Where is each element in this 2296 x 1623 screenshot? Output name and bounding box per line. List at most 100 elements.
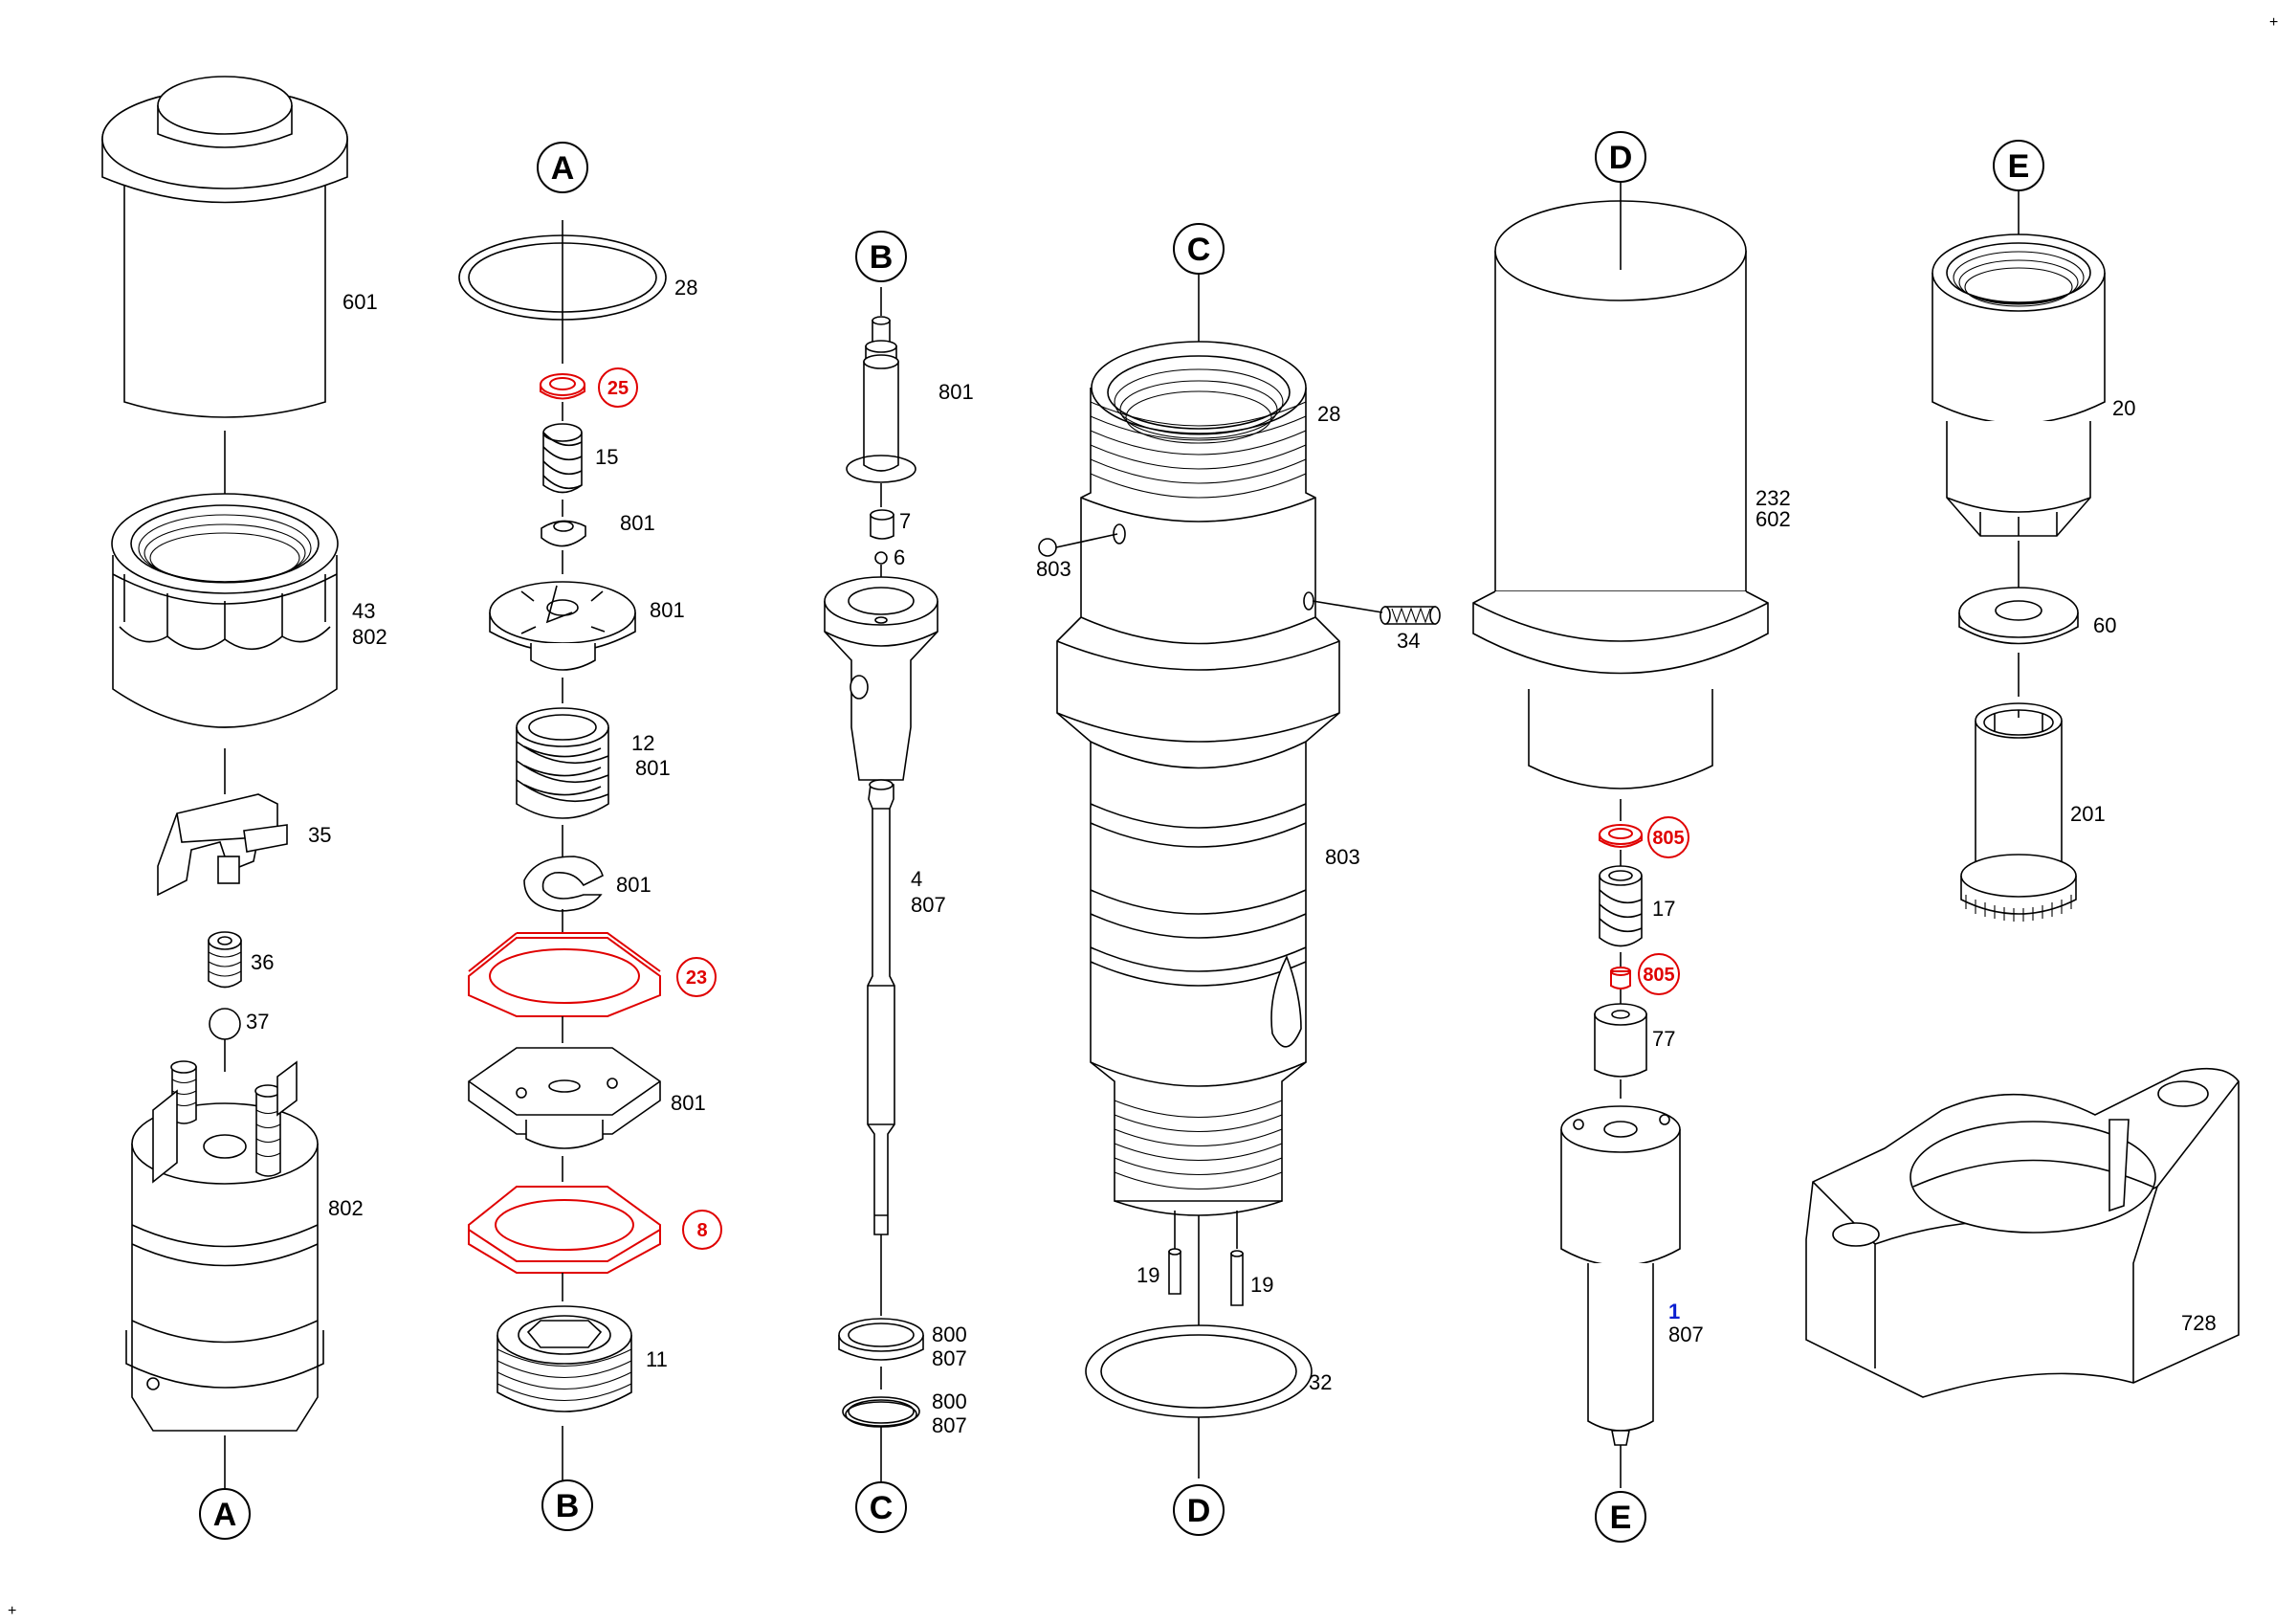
label-803: 803	[1325, 845, 1360, 869]
badge-label: 805	[1652, 828, 1684, 849]
badge-805-lower[interactable]: 805	[1638, 953, 1680, 995]
part-nozzle[interactable]	[1560, 1105, 1681, 1446]
connector-e-bottom: E	[1595, 1491, 1646, 1543]
part-7-sleeve[interactable]	[870, 509, 894, 540]
badge-label: 25	[607, 378, 629, 399]
connector-label: D	[1187, 1493, 1211, 1529]
connector-label: A	[551, 150, 575, 187]
part-803-ball[interactable]	[1038, 538, 1057, 557]
label-807: 807	[932, 1413, 967, 1437]
connector-label: E	[1610, 1500, 1632, 1536]
part-60-washer[interactable]	[1958, 587, 2079, 645]
connector-label: D	[1609, 140, 1633, 176]
corner-mark: +	[2269, 14, 2278, 31]
part-19-pin-left[interactable]	[1168, 1248, 1181, 1295]
part-728-clamp[interactable]	[1805, 1067, 2240, 1398]
part-25-shim[interactable]	[540, 373, 585, 400]
label-28: 28	[1317, 402, 1340, 426]
part-801-valve-stem[interactable]	[846, 316, 916, 483]
label-602: 602	[1755, 507, 1791, 531]
label-807: 807	[932, 1346, 967, 1370]
label-6: 6	[894, 545, 905, 569]
badge-23[interactable]: 23	[676, 957, 717, 997]
part-17-spring[interactable]	[1599, 865, 1643, 947]
label-28: 28	[674, 276, 697, 300]
label-60: 60	[2093, 613, 2116, 637]
part-201-filter[interactable]	[1960, 702, 2077, 922]
label-4: 4	[911, 867, 922, 891]
part-20-fitting[interactable]	[1932, 233, 2106, 537]
badge-label: 23	[686, 967, 707, 989]
label-36: 36	[251, 950, 274, 974]
label-19: 19	[1137, 1263, 1159, 1287]
badge-805-upper[interactable]: 805	[1647, 816, 1689, 858]
label-801: 801	[938, 380, 974, 404]
part-77-spacer[interactable]	[1594, 1003, 1647, 1078]
label-801: 801	[620, 511, 655, 535]
part-801-plate[interactable]	[468, 1047, 661, 1149]
label-37: 37	[246, 1010, 269, 1034]
connector-label: B	[556, 1488, 580, 1524]
connector-b-bottom: B	[541, 1479, 593, 1531]
label-232: 232	[1755, 486, 1791, 510]
connector-c-bottom: C	[855, 1481, 907, 1533]
part-800-ring-lower[interactable]	[842, 1396, 920, 1428]
label-12: 12	[631, 731, 654, 755]
part-15-spring[interactable]	[542, 423, 583, 494]
part-37-ball[interactable]	[209, 1008, 241, 1040]
badge-8[interactable]: 8	[682, 1210, 722, 1250]
connector-c-top: C	[1173, 223, 1225, 275]
part-11-nut[interactable]	[497, 1305, 632, 1412]
part-23-shim[interactable]	[468, 932, 661, 1017]
part-801-clip-bottom[interactable]	[523, 856, 604, 912]
badge-label: 805	[1643, 965, 1674, 986]
label-800: 800	[932, 1390, 967, 1413]
label-802: 802	[328, 1196, 364, 1220]
connector-e-top: E	[1993, 140, 2044, 191]
label-43: 43	[352, 599, 375, 623]
label-801: 801	[635, 756, 671, 780]
label-201: 201	[2070, 802, 2106, 826]
badge-25[interactable]: 25	[598, 367, 638, 408]
label-77: 77	[1652, 1027, 1675, 1051]
label-11: 11	[646, 1347, 668, 1371]
label-800: 800	[932, 1323, 967, 1346]
part-35-clip[interactable]	[157, 793, 288, 897]
connector-a-bottom: A	[199, 1488, 251, 1540]
label-802: 802	[352, 625, 387, 649]
label-7: 7	[899, 509, 911, 533]
part-800-ring-upper[interactable]	[838, 1318, 924, 1361]
label-807: 807	[911, 893, 946, 917]
badge-label: 8	[696, 1220, 707, 1241]
part-601-cap[interactable]	[101, 76, 348, 418]
connector-b-top: B	[855, 231, 907, 282]
connector-d-bottom: D	[1173, 1484, 1225, 1536]
label-807: 807	[1668, 1323, 1704, 1346]
part-4-piston[interactable]	[867, 779, 895, 1235]
part-8-shim[interactable]	[468, 1186, 661, 1274]
part-19-pin-right[interactable]	[1230, 1250, 1244, 1306]
part-43-nut[interactable]	[111, 493, 339, 728]
part-803-body[interactable]	[1056, 341, 1340, 1216]
part-32-oring[interactable]	[1085, 1324, 1313, 1418]
label-20: 20	[2112, 396, 2135, 420]
connector-a-top: A	[537, 142, 588, 193]
part-36-screw[interactable]	[208, 931, 242, 989]
part-232-nozzle-nut[interactable]	[1472, 200, 1769, 789]
leader-line	[1312, 600, 1383, 613]
part-34-pin[interactable]	[1380, 606, 1441, 625]
connector-label: C	[870, 1490, 894, 1526]
part-801-armature[interactable]	[489, 581, 636, 671]
part-valve-body[interactable]	[824, 576, 938, 781]
part-12-spring[interactable]	[516, 707, 609, 819]
part-802-solenoid[interactable]	[125, 1060, 324, 1432]
connector-d-top: D	[1595, 131, 1646, 183]
part-805-shim-upper[interactable]	[1599, 824, 1643, 848]
label-34: 34	[1397, 629, 1420, 653]
part-805-shim-lower[interactable]	[1610, 967, 1631, 989]
part-6-ball[interactable]	[874, 551, 888, 565]
part-801-clip-top[interactable]	[541, 520, 586, 547]
label-601: 601	[342, 290, 378, 314]
